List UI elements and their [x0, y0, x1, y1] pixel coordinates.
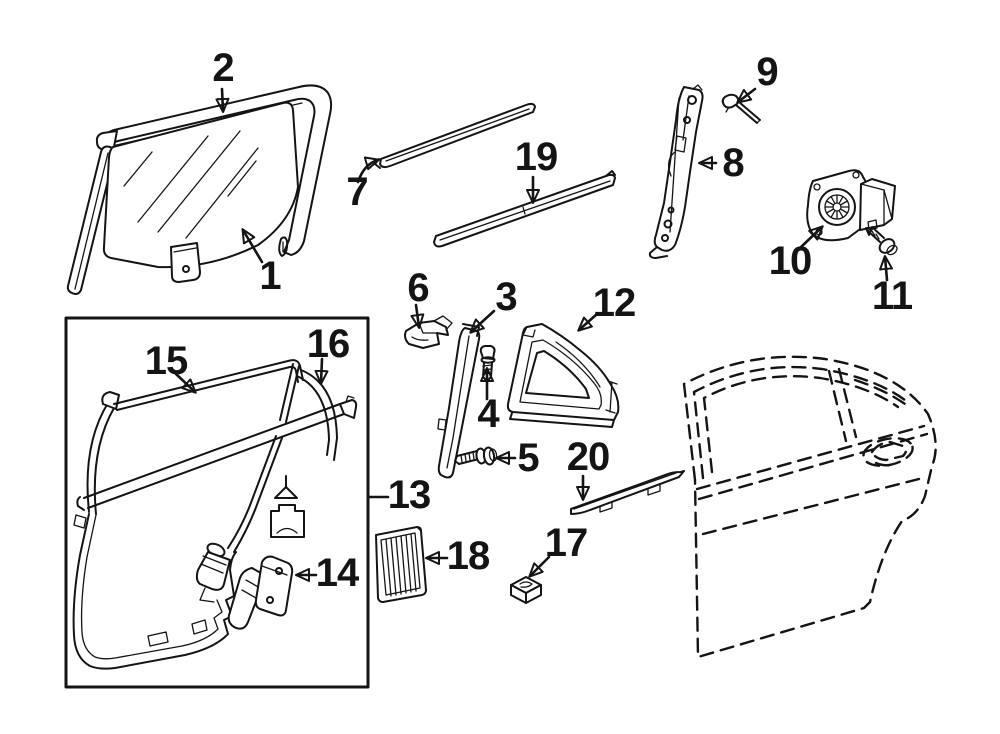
callout-16: 16 — [306, 322, 350, 366]
callout-19: 19 — [514, 135, 558, 179]
part-20-sill-strip — [570, 470, 685, 515]
part-6-clip — [404, 315, 453, 349]
part-18-vent-grille — [375, 526, 427, 603]
callout-7: 7 — [346, 170, 368, 214]
door-reference-outline — [682, 355, 937, 659]
part-7-belt-weatherstrip — [374, 102, 536, 169]
callout-8: 8 — [722, 141, 744, 185]
callout-10: 10 — [768, 239, 812, 283]
callout-5: 5 — [517, 436, 539, 480]
callout-9: 9 — [756, 50, 778, 94]
part-11-screw — [865, 226, 898, 256]
part-1-door-glass — [102, 101, 299, 283]
part-14-stop-bracket — [227, 555, 294, 630]
part-12-quarter-window-seal — [506, 323, 620, 428]
callout-12: 12 — [592, 281, 636, 325]
grease-tub-icon — [270, 504, 305, 538]
callout-13: 13 — [387, 473, 431, 517]
part-16-quarter-frame-section — [296, 369, 338, 461]
callout-4: 4 — [477, 392, 499, 436]
part-13-door-shell-box — [64, 316, 390, 689]
lubrication-icons — [270, 475, 305, 538]
part-17-clip — [510, 576, 542, 604]
callout-6: 6 — [407, 266, 429, 310]
callout-11: 11 — [871, 274, 913, 318]
part-10-window-motor — [806, 169, 896, 242]
door-handle-outline — [870, 440, 908, 462]
part-15-door-frame — [72, 359, 358, 670]
callout-arrows — [174, 87, 894, 582]
part-9-rivet-pin — [721, 93, 761, 124]
callout-20: 20 — [566, 435, 610, 479]
callout-3: 3 — [495, 275, 517, 319]
part-5-bolt — [454, 446, 498, 466]
pin-icon — [274, 475, 298, 499]
callout-18: 18 — [446, 534, 490, 578]
callout-1: 1 — [259, 254, 281, 298]
callout-14: 14 — [315, 551, 359, 595]
callout-17: 17 — [544, 521, 588, 565]
callout-15: 15 — [144, 339, 188, 383]
callout-2: 2 — [212, 46, 234, 90]
part-8-guide-rail — [648, 84, 704, 259]
part-3-division-bar — [437, 323, 481, 479]
part-19-belt-molding — [433, 170, 616, 248]
